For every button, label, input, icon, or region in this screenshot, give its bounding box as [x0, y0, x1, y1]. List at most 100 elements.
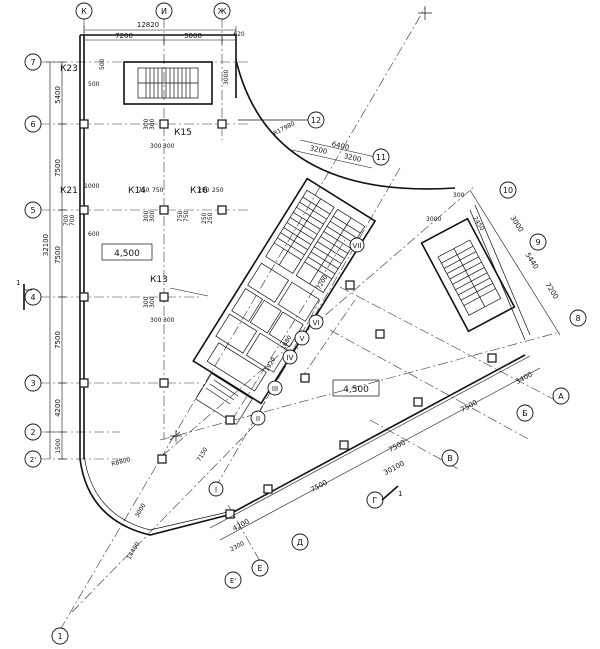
svg-text:3000: 3000 [509, 214, 525, 233]
axis-label-B: Б [522, 409, 528, 418]
svg-text:R8800: R8800 [111, 456, 132, 468]
svg-text:1880: 1880 [280, 334, 294, 351]
svg-text:3200: 3200 [309, 144, 328, 156]
column [225, 415, 235, 425]
axis-label-I: И [161, 7, 167, 16]
column [159, 119, 169, 129]
axis-bubble-bottom: 1 [51, 627, 69, 645]
svg-text:5400: 5400 [54, 86, 62, 104]
svg-text:7500: 7500 [54, 159, 62, 177]
axis-label-11: 11 [376, 153, 386, 162]
axis-label-D: Д [297, 538, 303, 547]
svg-text:7200: 7200 [316, 274, 330, 291]
svg-text:620: 620 [233, 31, 245, 38]
column [79, 378, 89, 388]
svg-text:750: 750 [152, 187, 164, 194]
svg-text:7500: 7500 [459, 399, 478, 414]
column [159, 292, 169, 302]
svg-text:7200: 7200 [115, 32, 133, 40]
columns [79, 119, 497, 519]
svg-text:7200: 7200 [544, 281, 560, 300]
axis-label-Eprime: Е' [230, 577, 236, 585]
axis-label-K: К [81, 7, 87, 16]
column-label-k13: К13 [150, 275, 168, 285]
axis-bubbles-roman: I II III IV V VI VII [208, 237, 365, 497]
column [79, 119, 89, 129]
svg-text:750: 750 [177, 210, 184, 222]
walls [79, 34, 531, 536]
axis-label-roman-6: VI [313, 319, 320, 327]
svg-text:2300: 2300 [229, 540, 246, 553]
axis-label-10: 10 [503, 186, 513, 195]
svg-text:250: 250 [212, 187, 224, 194]
column [300, 373, 310, 383]
svg-text:R17980: R17980 [272, 120, 296, 137]
axis-label-6: 6 [30, 120, 35, 129]
column-labels: К23 К15 К21 К14 К16 К13 [60, 64, 208, 285]
svg-text:1000: 1000 [84, 183, 99, 190]
column [375, 329, 385, 339]
axis-label-roman-1: I [215, 486, 217, 494]
column [345, 280, 355, 290]
axis-label-E: Е [257, 564, 262, 573]
svg-text:30100: 30100 [382, 459, 405, 477]
axis-label-roman-2: II [256, 415, 260, 423]
svg-text:700: 700 [69, 214, 76, 226]
svg-text:7500: 7500 [54, 331, 62, 349]
axis-label-roman-3: III [272, 385, 278, 393]
svg-text:300: 300 [150, 143, 162, 150]
svg-text:750: 750 [138, 187, 150, 194]
column [159, 378, 169, 388]
column-label-k21: К21 [60, 186, 78, 196]
svg-text:6400: 6400 [331, 140, 350, 152]
axis-label-4: 4 [30, 293, 35, 302]
section-mark-bottom: 1 [398, 490, 402, 498]
stair-top [123, 61, 213, 105]
svg-text:7500: 7500 [387, 439, 406, 454]
axis-label-8: 8 [575, 314, 580, 323]
column-label-k14: К14 [128, 186, 146, 196]
axis-label-12: 12 [311, 116, 321, 125]
column [225, 509, 235, 519]
svg-text:4200: 4200 [231, 518, 250, 533]
axis-label-Zh: Ж [218, 7, 227, 16]
svg-text:300: 300 [143, 210, 150, 222]
axis-label-7: 7 [30, 58, 35, 67]
column [79, 292, 89, 302]
level-mark-left: 4,500 [114, 249, 140, 259]
column [217, 205, 227, 215]
stair-right [420, 217, 516, 333]
svg-text:3200: 3200 [343, 152, 362, 164]
column [159, 205, 169, 215]
svg-text:300: 300 [163, 143, 175, 150]
svg-text:14400: 14400 [126, 541, 142, 561]
svg-text:500: 500 [88, 81, 100, 88]
svg-text:300: 300 [163, 317, 175, 324]
cross-marker [170, 6, 432, 442]
column-label-k23: К23 [60, 64, 78, 74]
section-marks: 1 1 [16, 279, 402, 501]
column-label-k15: К15 [174, 128, 192, 138]
axis-bubbles-left: 7 6 5 4 3 2 2' [24, 53, 42, 468]
svg-text:250: 250 [201, 212, 208, 224]
column [79, 205, 89, 215]
svg-text:300: 300 [143, 118, 150, 130]
svg-text:3000: 3000 [426, 216, 441, 223]
level-marks: 4,500 4,500 [101, 243, 380, 397]
axis-label-V: В [447, 454, 453, 463]
svg-text:300: 300 [149, 210, 156, 222]
svg-text:600: 600 [88, 231, 100, 238]
svg-text:300: 300 [150, 317, 162, 324]
axis-label-roman-5: V [300, 335, 305, 343]
column [487, 353, 497, 363]
axis-label-A: А [558, 392, 564, 401]
svg-text:3000: 3000 [134, 502, 148, 519]
svg-text:300: 300 [149, 118, 156, 130]
axis-label-2prime: 2' [30, 456, 36, 464]
axis-label-5: 5 [30, 206, 35, 215]
svg-text:250: 250 [207, 212, 214, 224]
svg-text:32100: 32100 [42, 234, 50, 256]
column [157, 454, 167, 464]
axis-label-2: 2 [30, 428, 35, 437]
